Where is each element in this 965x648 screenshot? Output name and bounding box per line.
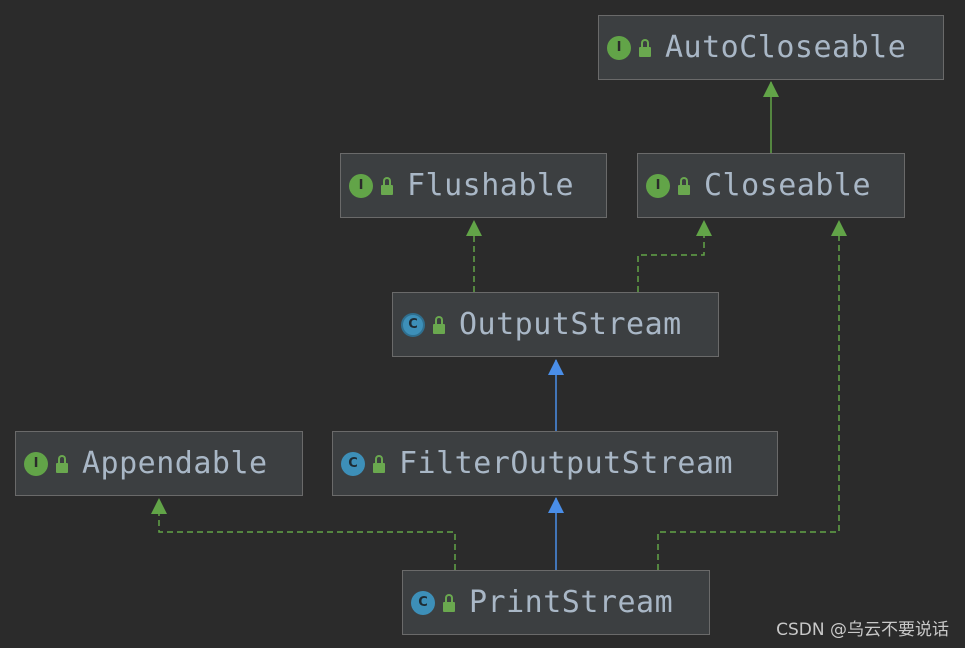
arrowhead-closeable-from-printstream: [831, 220, 847, 236]
node-label: OutputStream: [459, 307, 682, 342]
node-label: Flushable: [407, 168, 575, 203]
public-lock-icon: [441, 592, 457, 614]
node-appendable[interactable]: I Appendable: [15, 431, 303, 496]
arrowhead-flushable: [466, 220, 482, 236]
node-printstream[interactable]: C PrintStream: [402, 570, 710, 635]
node-label: PrintStream: [469, 585, 674, 620]
public-lock-icon: [379, 175, 395, 197]
node-label: Closeable: [704, 168, 872, 203]
node-flushable[interactable]: I Flushable: [340, 153, 607, 218]
arrowhead-appendable: [151, 498, 167, 514]
interface-icon: I: [607, 35, 631, 60]
node-label: Appendable: [82, 446, 268, 481]
interface-icon: I: [646, 173, 670, 198]
node-outputstream[interactable]: C OutputStream: [392, 292, 719, 357]
node-autocloseable[interactable]: I AutoCloseable: [598, 15, 944, 80]
edge-outputstream-closeable: [637, 222, 705, 292]
public-lock-icon: [637, 37, 653, 59]
public-lock-icon: [676, 175, 692, 197]
abstract-class-icon: C: [401, 312, 425, 337]
node-label: AutoCloseable: [665, 30, 907, 65]
node-label: FilterOutputStream: [399, 446, 734, 481]
watermark: CSDN @乌云不要说话: [776, 620, 949, 640]
public-lock-icon: [54, 453, 70, 475]
node-closeable[interactable]: I Closeable: [637, 153, 905, 218]
interface-icon: I: [349, 173, 373, 198]
arrowhead-filteroutputstream: [548, 497, 564, 513]
node-filteroutputstream[interactable]: C FilterOutputStream: [332, 431, 778, 496]
edge-printstream-closeable: [657, 222, 840, 570]
public-lock-icon: [371, 453, 387, 475]
edge-printstream-appendable: [158, 500, 456, 570]
interface-icon: I: [24, 451, 48, 476]
public-lock-icon: [431, 314, 447, 336]
class-icon: C: [341, 451, 365, 476]
arrowhead-autocloseable: [763, 81, 779, 97]
arrowhead-outputstream: [548, 359, 564, 375]
arrowhead-closeable-from-outputstream: [696, 220, 712, 236]
class-icon: C: [411, 590, 435, 615]
